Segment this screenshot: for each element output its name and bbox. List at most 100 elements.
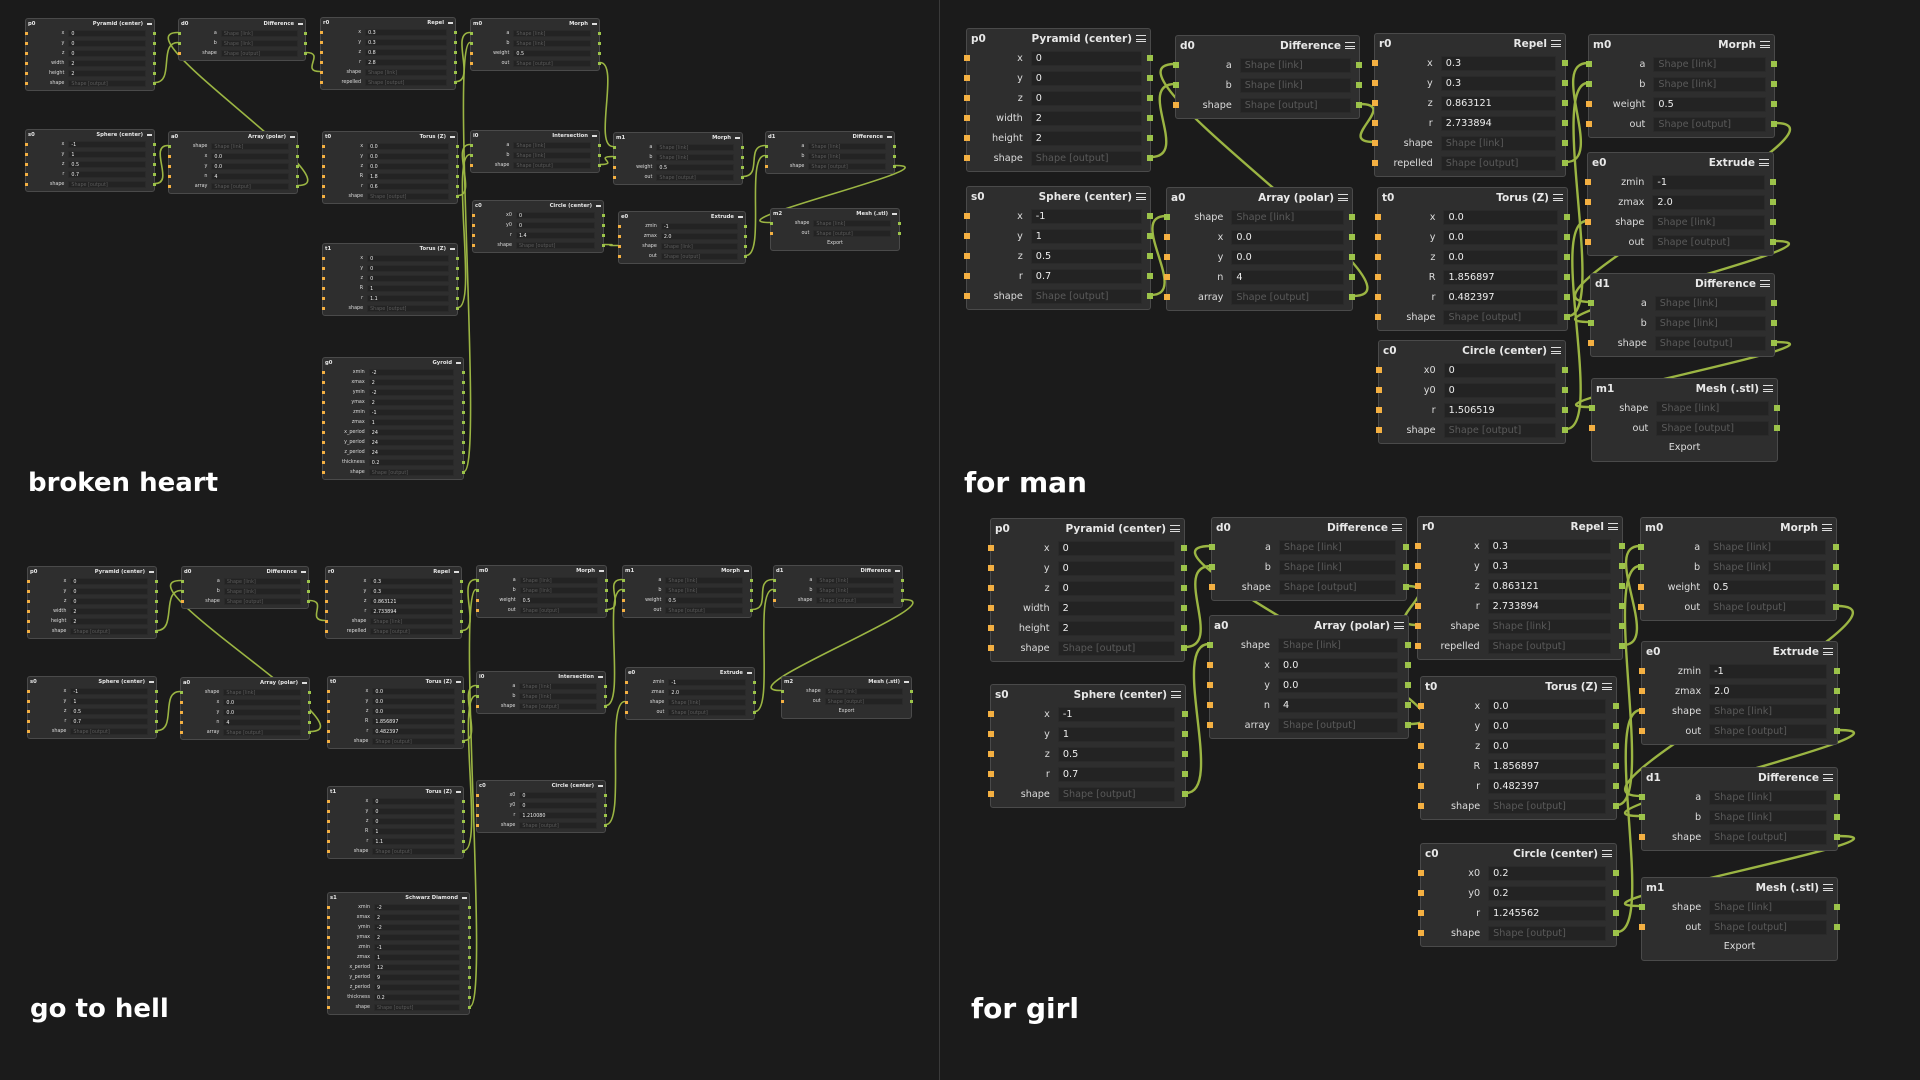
field-input[interactable]: 0.5 — [513, 49, 592, 58]
field-input[interactable]: Shape [output] — [372, 847, 455, 856]
input-port[interactable] — [1375, 314, 1381, 320]
input-port[interactable] — [988, 545, 994, 551]
output-port[interactable] — [455, 145, 459, 148]
input-port[interactable] — [988, 565, 994, 571]
output-port[interactable] — [1774, 405, 1780, 411]
output-port[interactable] — [1770, 219, 1776, 225]
field-input[interactable]: 2.0 — [668, 688, 747, 697]
output-port[interactable] — [152, 183, 156, 186]
menu-icon[interactable] — [1392, 523, 1402, 532]
input-port[interactable] — [24, 52, 28, 55]
input-port[interactable] — [321, 165, 325, 168]
output-port[interactable] — [461, 441, 465, 444]
field-input[interactable]: 0 — [1057, 580, 1175, 596]
input-port[interactable] — [24, 82, 28, 85]
input-port[interactable] — [1173, 62, 1179, 68]
field-input[interactable]: Shape [link] — [660, 242, 738, 251]
output-port[interactable] — [455, 307, 459, 310]
input-port[interactable] — [1418, 703, 1424, 709]
output-port[interactable] — [303, 32, 307, 35]
field-input[interactable]: Shape [link] — [668, 698, 747, 707]
output-port[interactable] — [1147, 135, 1153, 141]
output-port[interactable] — [1619, 543, 1625, 549]
menu-icon[interactable] — [1551, 39, 1561, 48]
input-port[interactable] — [177, 52, 181, 55]
input-port[interactable] — [1207, 642, 1213, 648]
input-port[interactable] — [319, 71, 323, 74]
field-input[interactable]: Shape [link] — [808, 142, 887, 151]
field-input[interactable]: 1 — [1057, 726, 1176, 742]
input-port[interactable] — [321, 461, 325, 464]
field-input[interactable]: 0 — [1057, 540, 1175, 556]
output-port[interactable] — [900, 589, 904, 592]
input-port[interactable] — [1588, 300, 1594, 306]
output-port[interactable] — [1833, 544, 1839, 550]
input-port[interactable] — [1415, 543, 1421, 549]
field-input[interactable]: 0.0 — [1443, 209, 1559, 225]
input-port[interactable] — [321, 401, 325, 404]
menu-icon[interactable] — [892, 212, 897, 217]
field-input[interactable]: -1 — [1057, 706, 1176, 722]
field-input[interactable]: 0.0 — [1231, 249, 1344, 265]
input-port[interactable] — [326, 710, 330, 713]
input-port[interactable] — [475, 609, 479, 612]
output-port[interactable] — [461, 810, 465, 813]
field-input[interactable]: Shape [output] — [1653, 116, 1766, 132]
field-input[interactable]: 0.3 — [1440, 55, 1556, 71]
field-input[interactable]: 0.3 — [1487, 538, 1612, 554]
output-port[interactable] — [1834, 924, 1840, 930]
field-input[interactable]: 1.8 — [367, 172, 449, 181]
field-input[interactable]: Shape [output] — [1488, 925, 1607, 941]
field-input[interactable]: Shape [link] — [824, 687, 904, 696]
input-port[interactable] — [469, 164, 473, 167]
output-port[interactable] — [1564, 294, 1570, 300]
menu-icon[interactable] — [592, 22, 597, 27]
input-port[interactable] — [1164, 274, 1170, 280]
input-port[interactable] — [321, 391, 325, 394]
field-input[interactable]: 0.7 — [68, 170, 147, 179]
field-input[interactable]: 0.0 — [367, 162, 449, 171]
output-port[interactable] — [152, 82, 156, 85]
field-input[interactable]: 0.7 — [1057, 766, 1176, 782]
output-port[interactable] — [154, 580, 158, 583]
field-input[interactable]: 0.5 — [1708, 579, 1827, 595]
menu-icon[interactable] — [147, 133, 152, 138]
field-input[interactable]: Shape [link] — [1440, 135, 1556, 151]
field-input[interactable]: Shape [output] — [665, 606, 744, 615]
output-port[interactable] — [1834, 794, 1840, 800]
field-input[interactable]: Shape [link] — [513, 151, 592, 160]
output-port[interactable] — [597, 164, 601, 167]
output-port[interactable] — [307, 701, 311, 704]
field-input[interactable]: 0 — [515, 221, 596, 230]
output-port[interactable] — [461, 431, 465, 434]
field-input[interactable]: 0 — [515, 211, 596, 220]
output-port[interactable] — [461, 451, 465, 454]
field-input[interactable]: -1 — [1709, 663, 1828, 679]
output-port[interactable] — [152, 143, 156, 146]
field-input[interactable]: Shape [link] — [223, 587, 301, 596]
input-port[interactable] — [326, 996, 330, 999]
field-input[interactable]: 1.856897 — [372, 717, 455, 726]
input-port[interactable] — [469, 32, 473, 35]
output-port[interactable] — [455, 185, 459, 188]
output-port[interactable] — [1147, 253, 1153, 259]
field-input[interactable]: 0 — [372, 817, 455, 826]
field-input[interactable]: Shape [output] — [68, 79, 147, 88]
input-port[interactable] — [964, 213, 970, 219]
field-input[interactable]: Shape [output] — [1709, 723, 1828, 739]
field-input[interactable]: 0.0 — [372, 687, 455, 696]
input-port[interactable] — [988, 585, 994, 591]
field-input[interactable]: Shape [output] — [519, 606, 599, 615]
input-port[interactable] — [988, 751, 994, 757]
field-input[interactable]: 4 — [223, 718, 302, 727]
